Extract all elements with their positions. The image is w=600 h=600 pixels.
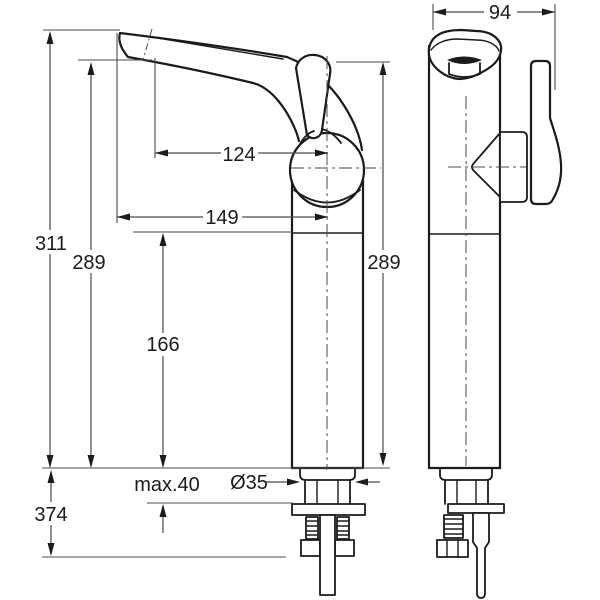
dim-max40-label: max.40 [134,474,200,496]
spout-outlet-tick [142,28,153,61]
arrow-dia35-opp [355,478,368,486]
front-hex-nut [436,539,469,558]
dim-dia35-label: Ø35 [230,472,268,494]
front-base-flange [439,467,493,481]
dim-166-label: 166 [146,334,179,356]
front-view [427,28,563,599]
centerlines [142,28,526,470]
dim-124-label: 124 [222,144,255,166]
lever-base-flare-left [298,130,315,147]
dimension-labels: 311 289 166 374 289 124 149 94 max.40 Ø3… [34,2,511,526]
dimension-lines [49,11,555,554]
arrow-166-bottom [159,455,167,468]
lever-base-flare-right [321,128,342,144]
arrow-149-left [117,213,130,221]
lever-handle-side [294,53,332,140]
base-flange [299,467,356,481]
arrow-374-top [47,470,55,483]
threaded-shank [304,479,351,505]
arrow-289l-bottom [87,455,95,468]
dim-94-label: 94 [489,2,511,24]
arrow-max40 [159,504,167,517]
hex-nut-left [300,539,321,557]
dim-311-label: 311 [35,233,67,255]
spout-mouth-slot [447,56,482,64]
front-mounting-plate [447,503,505,514]
lever-handle-front [529,59,563,206]
arrow-124-left [155,149,168,157]
arrow-166-top [159,233,167,246]
arrow-289r-top [379,62,387,75]
mounting-stud [319,514,336,596]
arrow-94-right [542,8,555,16]
hex-nut-right [334,539,355,557]
spout-top-face-line [151,36,284,60]
arrow-149-right [315,213,328,221]
supply-stud-left [305,516,319,540]
arrow-374-bottom [47,543,55,556]
arrow-dia35 [287,478,300,486]
arrow-124-right [315,149,328,157]
front-supply-stud [443,514,464,539]
spout-under-edge [126,55,301,143]
extension-lines [42,4,556,558]
arrow-289r-bottom [379,453,387,466]
spout-bowl-front [427,28,503,81]
spout-bowl-rim-line [430,38,500,52]
supply-hose [472,512,490,599]
mounting-plate [291,503,366,516]
arrow-94-left [433,8,446,16]
front-threaded-shank [444,479,489,505]
arrow-311-top [46,31,54,44]
dim-149-label: 149 [205,207,238,229]
side-view [118,31,366,596]
arrow-289l-top [87,62,95,75]
dim-374-label: 374 [34,504,67,526]
dim-289-left-label: 289 [72,252,105,274]
spout-lip-band [448,62,481,78]
dimension-arrows [46,8,555,556]
dim-289-right-label: 289 [367,252,400,274]
spout-outer-edge [118,31,364,152]
supply-stud-right [336,516,350,540]
valve-cone [471,132,501,198]
arrow-311-bottom [46,455,54,468]
